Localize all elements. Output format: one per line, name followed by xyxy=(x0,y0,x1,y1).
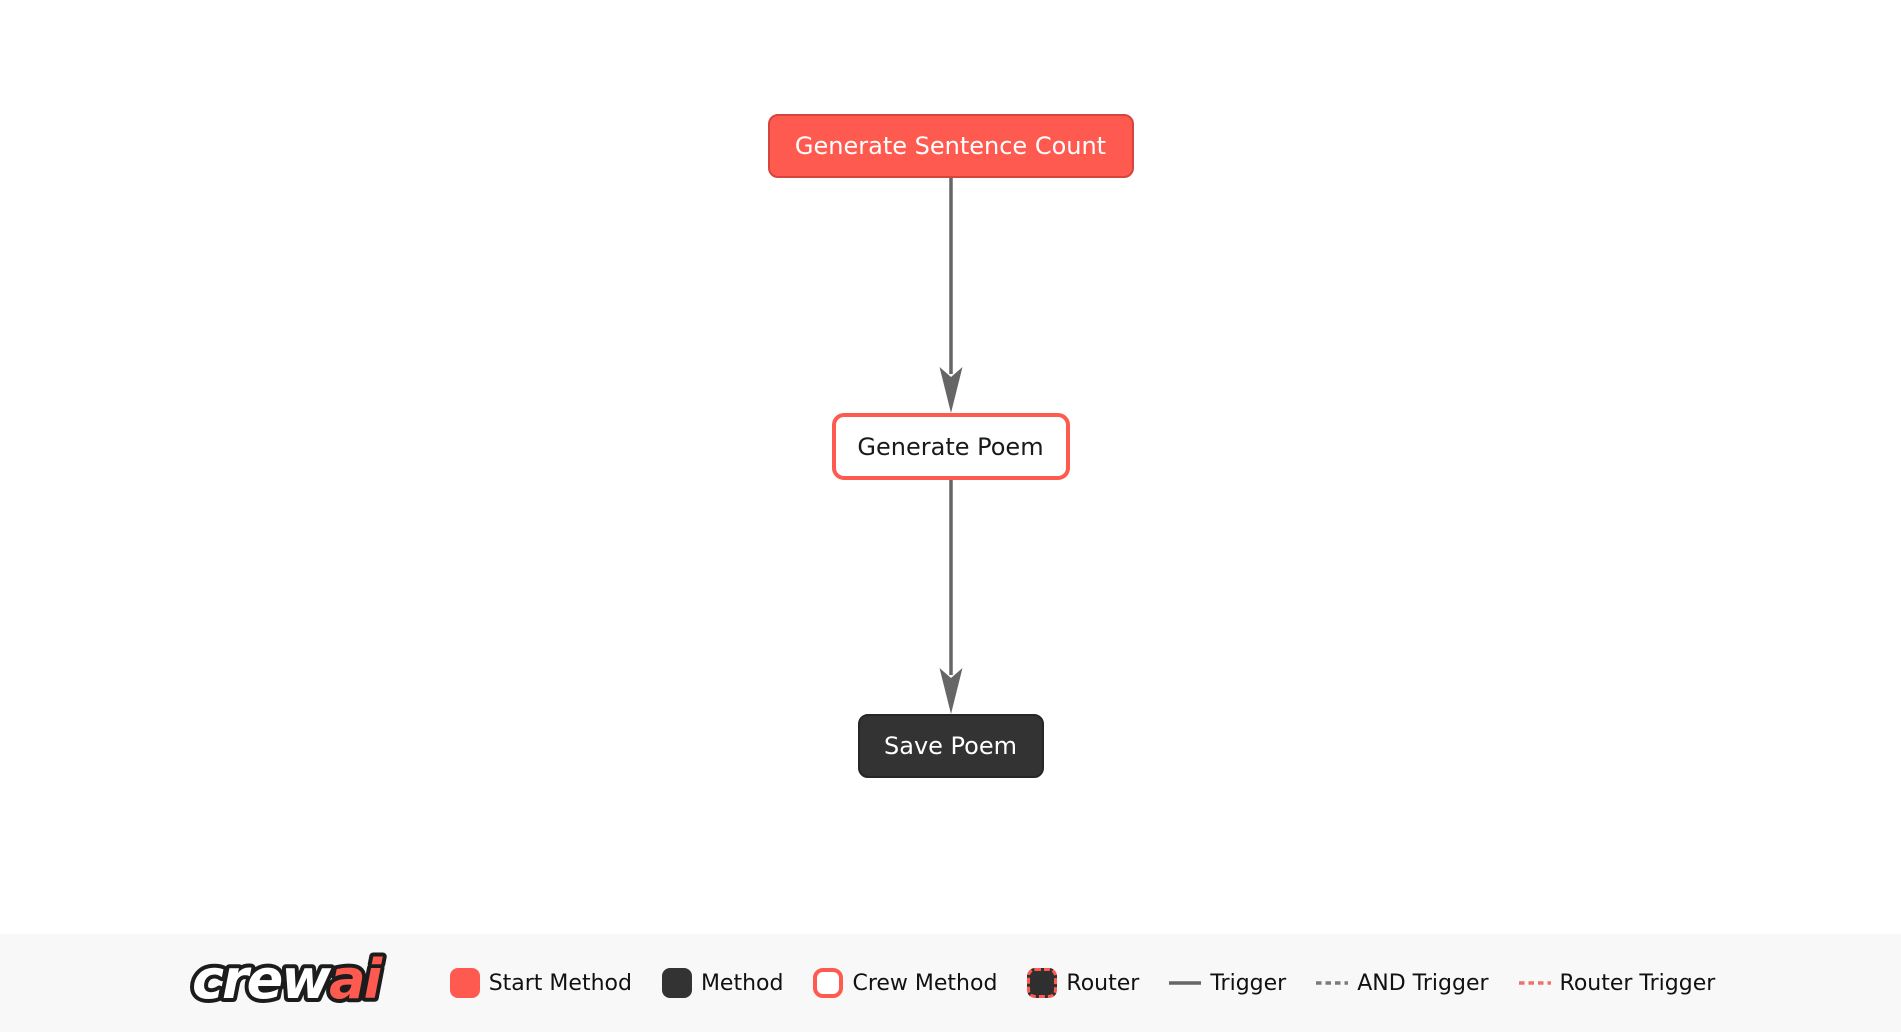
crew-method-swatch-icon xyxy=(813,968,844,998)
legend-item-crew-method: Crew Method xyxy=(813,968,997,998)
legend-item-label: AND Trigger xyxy=(1357,970,1489,996)
and-trigger-line-icon xyxy=(1316,981,1349,985)
legend-bar: crewai Start Method Method Crew Method R… xyxy=(0,934,1901,1032)
logo-text-ai: ai xyxy=(329,948,383,1011)
legend-item-label: Router xyxy=(1066,970,1140,996)
logo-text-crew: crew xyxy=(192,948,332,1011)
crewai-logo: crewai xyxy=(186,944,414,1022)
flow-canvas[interactable]: Generate Sentence Count Generate Poem Sa… xyxy=(0,114,1901,778)
node-save-poem[interactable]: Save Poem xyxy=(857,714,1044,778)
legend-item-label: Method xyxy=(700,970,784,996)
start-method-swatch-icon xyxy=(449,968,480,998)
legend-item-label: Start Method xyxy=(488,970,632,996)
legend-item-router-trigger: Router Trigger xyxy=(1518,970,1716,996)
legend-item-method: Method xyxy=(661,968,784,998)
svg-text:crewai: crewai xyxy=(192,948,384,1011)
trigger-line-icon xyxy=(1169,981,1202,985)
trigger-edge-1 xyxy=(939,178,962,413)
node-generate-poem[interactable]: Generate Poem xyxy=(831,413,1070,480)
node-label: Save Poem xyxy=(884,732,1017,760)
router-swatch-icon xyxy=(1027,968,1058,998)
router-trigger-line-icon xyxy=(1518,981,1551,985)
method-swatch-icon xyxy=(661,968,692,998)
legend-item-and-trigger: AND Trigger xyxy=(1316,970,1489,996)
legend-item-label: Trigger xyxy=(1210,970,1287,996)
legend-item-start-method: Start Method xyxy=(449,968,632,998)
arrowhead-down-icon xyxy=(939,367,962,413)
legend-item-label: Crew Method xyxy=(852,970,998,996)
legend-item-trigger: Trigger xyxy=(1169,971,1286,996)
node-generate-sentence-count[interactable]: Generate Sentence Count xyxy=(767,114,1134,178)
legend-item-router: Router xyxy=(1027,968,1139,998)
trigger-edge-2 xyxy=(939,480,962,714)
legend-item-label: Router Trigger xyxy=(1559,970,1716,996)
arrowhead-down-icon xyxy=(939,668,962,714)
node-label: Generate Poem xyxy=(857,432,1044,461)
node-label: Generate Sentence Count xyxy=(794,132,1107,160)
